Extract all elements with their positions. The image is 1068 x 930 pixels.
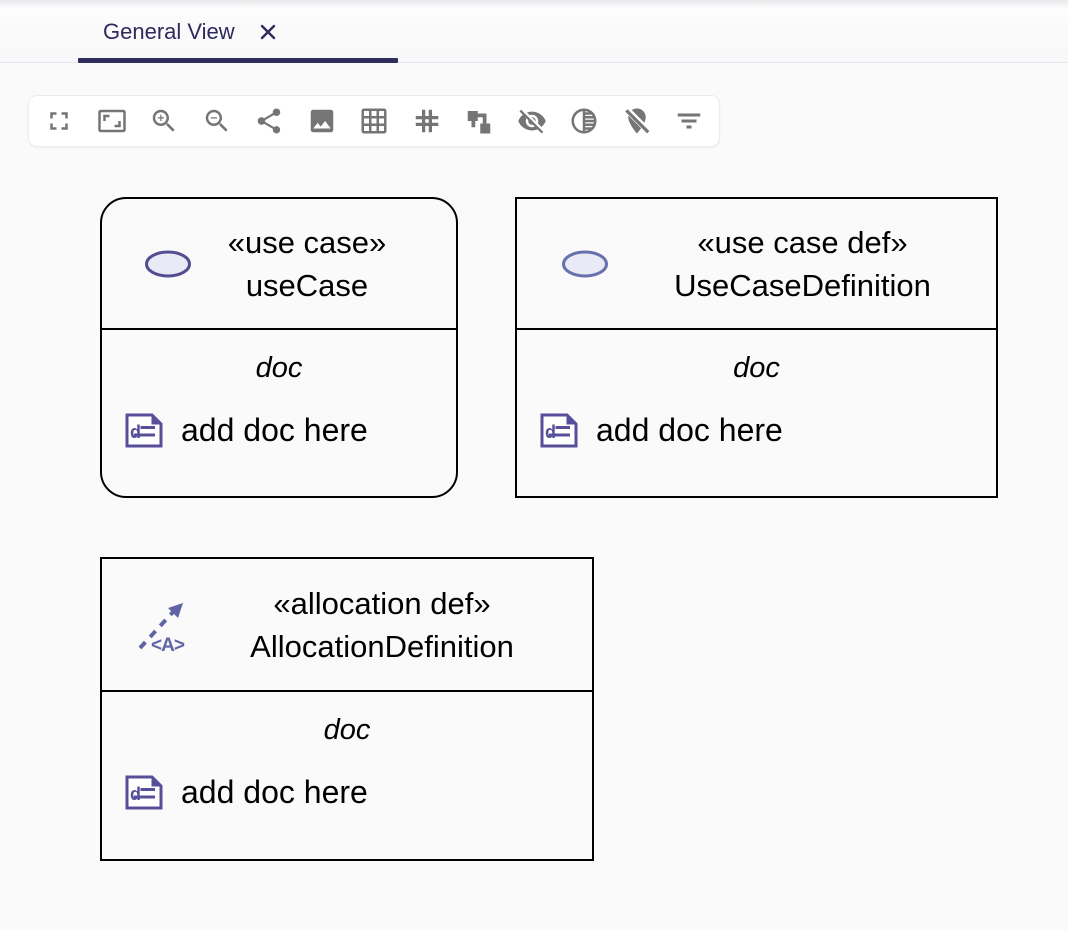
- compartment-label: doc: [255, 352, 303, 384]
- zoom-in-icon: [152, 109, 175, 132]
- zoom-in-button[interactable]: [147, 104, 181, 138]
- doc-compartment: doc d add doc here: [517, 330, 996, 449]
- doc-placeholder-text: add doc here: [181, 412, 368, 448]
- use-case-ellipse-icon: [144, 249, 192, 279]
- image-icon: [310, 109, 333, 133]
- doc-placeholder-text: add doc here: [181, 774, 368, 810]
- compartment-label: doc: [733, 352, 780, 384]
- grid-lines-button[interactable]: [410, 104, 444, 138]
- tonality-icon: [571, 108, 597, 134]
- node-header: «use case def» UseCaseDefinition: [517, 199, 996, 330]
- visibility-off-button[interactable]: [515, 104, 549, 138]
- tab-close-button[interactable]: [255, 19, 281, 45]
- doc-icon: d: [125, 775, 163, 810]
- schema-button[interactable]: [462, 104, 496, 138]
- add-doc-placeholder[interactable]: d add doc here: [517, 412, 996, 449]
- doc-icon: d: [540, 413, 578, 448]
- node-titles: «use case def» UseCaseDefinition: [609, 221, 996, 307]
- compartment-label: doc: [323, 714, 371, 746]
- use-case-ellipse-icon: [561, 249, 609, 279]
- location-off-button[interactable]: [620, 104, 654, 138]
- node-name: useCase: [245, 267, 369, 303]
- node-titles: «allocation def» AllocationDefinition: [200, 582, 564, 668]
- filter-list-icon: [677, 113, 701, 129]
- allocation-icon: <A>: [132, 594, 200, 656]
- doc-icon: d: [125, 413, 163, 448]
- grid-on-button[interactable]: [357, 104, 391, 138]
- share-button[interactable]: [252, 104, 286, 138]
- node-use-case-definition[interactable]: «use case def» UseCaseDefinition doc d a…: [515, 197, 998, 498]
- node-header: «use case» useCase: [102, 199, 456, 330]
- tab-bar: General View: [0, 0, 1068, 63]
- svg-text:d: d: [130, 422, 141, 442]
- node-stereotype: «use case def»: [697, 224, 908, 260]
- doc-placeholder-text: add doc here: [596, 412, 783, 448]
- share-icon: [257, 108, 281, 134]
- node-name: UseCaseDefinition: [674, 267, 931, 303]
- add-doc-placeholder[interactable]: d add doc here: [102, 412, 456, 449]
- diagram-toolbar: [28, 95, 720, 147]
- fullscreen-icon: [50, 112, 68, 130]
- node-titles: «use case» useCase: [192, 221, 422, 307]
- svg-text:d: d: [130, 784, 141, 804]
- node-stereotype: «allocation def»: [273, 585, 491, 621]
- visibility-off-icon: [517, 109, 546, 134]
- image-button[interactable]: [305, 104, 339, 138]
- node-allocation-definition[interactable]: <A> «allocation def» AllocationDefinitio…: [100, 557, 594, 861]
- node-header: <A> «allocation def» AllocationDefinitio…: [102, 559, 592, 692]
- svg-text:d: d: [545, 422, 556, 442]
- zoom-out-button[interactable]: [200, 104, 234, 138]
- node-stereotype: «use case»: [227, 224, 387, 260]
- grid-lines-icon: [415, 109, 438, 133]
- add-doc-placeholder[interactable]: d add doc here: [102, 774, 592, 811]
- tab-label: General View: [103, 18, 235, 44]
- node-use-case[interactable]: «use case» useCase doc d add doc here: [100, 197, 458, 498]
- fullscreen-button[interactable]: [42, 104, 76, 138]
- grid-on-icon: [361, 108, 387, 134]
- fit-screen-icon: [97, 109, 126, 133]
- zoom-out-icon: [205, 109, 228, 132]
- tab-general-view[interactable]: General View: [78, 0, 398, 63]
- location-off-icon: [623, 106, 651, 134]
- tonality-button[interactable]: [567, 104, 601, 138]
- active-tab-underline: [78, 58, 398, 63]
- doc-compartment: doc d add doc here: [102, 330, 456, 449]
- filter-list-button[interactable]: [672, 104, 706, 138]
- fit-screen-button[interactable]: [95, 104, 129, 138]
- close-icon: [260, 24, 275, 39]
- svg-text:<A>: <A>: [151, 635, 185, 656]
- node-name: AllocationDefinition: [250, 628, 514, 664]
- doc-compartment: doc d add doc here: [102, 692, 592, 811]
- schema-icon: [467, 111, 491, 134]
